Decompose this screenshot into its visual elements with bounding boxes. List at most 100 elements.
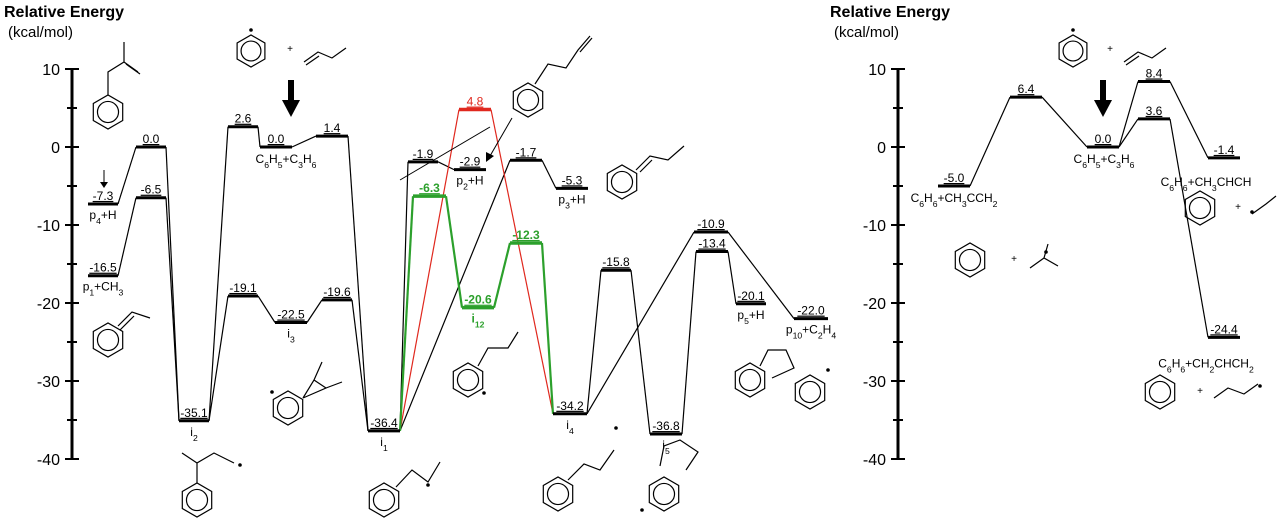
species-label-p5: p5+H — [737, 308, 764, 326]
pathway-connector — [117, 146, 137, 205]
y-tick-label: -40 — [37, 452, 60, 469]
aromatic-circle-icon — [372, 488, 396, 512]
energy-value-ts_p2: -1.9 — [413, 147, 434, 161]
pathway-connector — [208, 126, 229, 421]
i2-molecule-icon — [181, 482, 213, 518]
plus-sign: + — [1235, 202, 1241, 213]
aromatic-circle-icon — [185, 488, 209, 512]
benzene-molecule-icon — [954, 242, 986, 278]
y-tick-label: 10 — [868, 62, 886, 79]
pathway-connector — [969, 96, 1011, 187]
energy-value-ts_i4_i5: -15.8 — [602, 255, 630, 269]
reactant-arrow-head — [1094, 100, 1112, 117]
energy-value-ts_p4: 0.0 — [143, 132, 160, 146]
plus-sign: + — [1011, 254, 1017, 265]
right-axis-title: Relative Energy — [830, 4, 951, 21]
species-label-i3: i3 — [287, 327, 295, 345]
arrow-head-icon — [100, 182, 108, 188]
bond-path-icon — [534, 35, 593, 85]
pathway-connector — [586, 270, 602, 414]
pathway-connector — [1118, 81, 1139, 148]
radical-dot-icon — [270, 390, 274, 394]
bond-path-icon — [659, 439, 699, 471]
pathway-connector — [257, 126, 261, 148]
benzene-molecule-icon — [1144, 374, 1176, 410]
aromatic-circle-icon — [958, 248, 982, 272]
pathway-connector — [1169, 118, 1209, 338]
pathway-connector — [208, 295, 229, 421]
bond-path-icon — [1213, 383, 1259, 399]
propene-icon — [1123, 47, 1167, 63]
bond-path-icon — [302, 361, 343, 399]
radical-dot-icon — [238, 463, 242, 467]
aromatic-circle-icon — [96, 100, 120, 124]
pathway-connector — [399, 109, 460, 432]
energy-value-ts_i12_i4: -12.3 — [512, 228, 540, 242]
species-label-p10: p10+C2H4 — [786, 323, 836, 341]
species-label-i2: i2 — [190, 425, 198, 443]
phenyl-radical-icon — [1058, 34, 1088, 68]
pathway-connector — [1169, 81, 1209, 159]
radical-dot-icon — [1258, 384, 1262, 388]
energy-value-pa: -5.0 — [944, 171, 965, 185]
species-label-p3: p3+H — [558, 192, 585, 210]
bond-path-icon — [635, 145, 685, 173]
i1-molecule-icon — [368, 482, 400, 518]
energy-value-ts_i2_i3: -19.1 — [229, 281, 257, 295]
right-axis-unit: (kcal/mol) — [834, 24, 900, 41]
p5-molecule-icon — [734, 362, 766, 398]
y-tick-label: 0 — [51, 140, 60, 157]
y-tick-label: 0 — [877, 140, 886, 157]
energy-value-p3: -5.3 — [562, 173, 583, 187]
energy-value-r: 0.0 — [268, 132, 285, 146]
aromatic-circle-icon — [610, 170, 634, 194]
energy-value-ts_i3_i1: -19.6 — [323, 285, 351, 299]
pathway-connector — [351, 299, 369, 431]
pathway-connector — [437, 161, 455, 171]
energy-value-p1: -16.5 — [89, 261, 117, 275]
aromatic-circle-icon — [516, 88, 540, 112]
aromatic-circle-icon — [738, 368, 762, 392]
pathway-connector — [541, 159, 557, 189]
bond-path-icon — [567, 449, 615, 481]
energy-value-r: 0.0 — [1095, 132, 1112, 146]
radical-dot-icon — [426, 483, 430, 487]
pathway-connector — [117, 197, 137, 276]
energy-value-i4: -34.2 — [556, 399, 584, 413]
i3-molecule-icon — [272, 390, 304, 426]
plus-sign: + — [1197, 386, 1203, 397]
energy-value-ts_red: 4.8 — [467, 95, 484, 109]
y-tick-label: -10 — [863, 218, 886, 235]
bond-path-icon — [117, 311, 151, 331]
species-label-i5: i5 — [662, 438, 670, 456]
energy-value-ts_a: 6.4 — [1018, 82, 1035, 96]
bond-path-icon — [395, 461, 441, 488]
left-axis-unit: (kcal/mol) — [8, 24, 74, 41]
radical-dot-icon — [482, 391, 486, 395]
pathway-connector — [444, 195, 464, 308]
styrene-molecule-icon — [92, 322, 124, 358]
energy-value-ts_i1_i12: -6.3 — [419, 181, 440, 195]
benzene-molecule-icon — [1184, 190, 1216, 226]
species-label-pb: C6H6+CH3CHCH — [1161, 175, 1252, 193]
species-label-r: C6H5+C3H6 — [256, 152, 317, 170]
propene-icon — [303, 47, 347, 63]
y-tick-label: -30 — [863, 374, 886, 391]
energy-value-ts_p10: -10.9 — [697, 217, 725, 231]
species-label-pa: C6H6+CH3CCH2 — [911, 191, 998, 209]
plus-sign: + — [287, 44, 293, 55]
energy-value-p5: -20.1 — [737, 289, 765, 303]
radical-dot-icon — [614, 426, 618, 430]
pathway-connector — [630, 270, 651, 435]
bond-path-icon — [1125, 55, 1140, 66]
aromatic-circle-icon — [1148, 380, 1172, 404]
y-tick-label: -20 — [863, 296, 886, 313]
arrow-line — [399, 126, 491, 181]
y-tick-label: -10 — [37, 218, 60, 235]
pathway-connector — [1041, 96, 1088, 148]
p4-molecule-icon — [92, 94, 124, 130]
pathway-connector — [681, 251, 697, 435]
energy-value-p4: -7.3 — [93, 189, 114, 203]
energy-value-ts_c: 3.6 — [1146, 104, 1163, 118]
aromatic-circle-icon — [240, 40, 262, 62]
